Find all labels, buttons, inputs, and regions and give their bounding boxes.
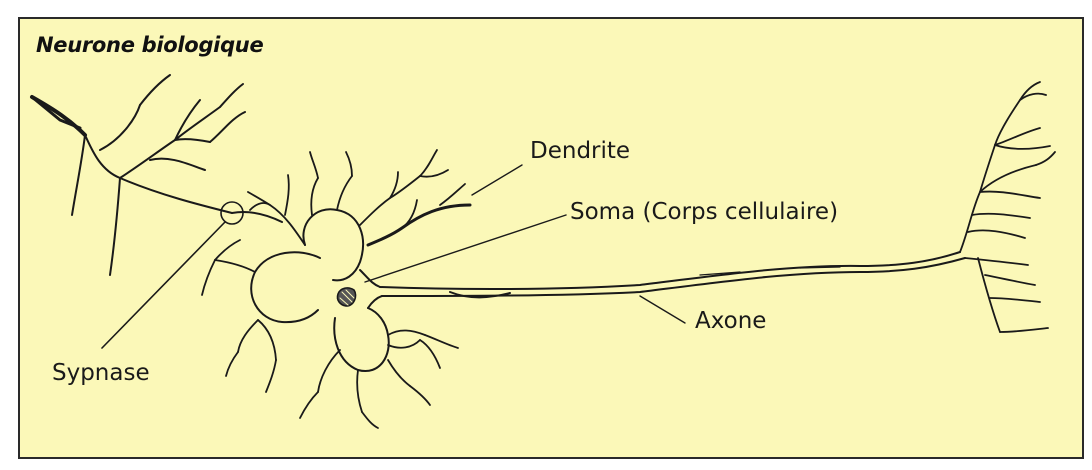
- soma-body: [251, 209, 389, 371]
- axon: [380, 252, 965, 297]
- soma-leader: [365, 215, 566, 282]
- left-dendrite-tree: [32, 75, 282, 275]
- label-leaders: [365, 165, 685, 323]
- axone-leader: [640, 296, 685, 323]
- label-dendrite: Dendrite: [530, 138, 630, 164]
- axon-terminals: [960, 82, 1055, 332]
- label-soma: Soma (Corps cellulaire): [570, 199, 838, 225]
- label-synapse: Sypnase: [52, 360, 150, 386]
- dendrite-leader: [472, 165, 522, 195]
- synapse-marker: [102, 202, 243, 348]
- label-axone: Axone: [695, 308, 766, 334]
